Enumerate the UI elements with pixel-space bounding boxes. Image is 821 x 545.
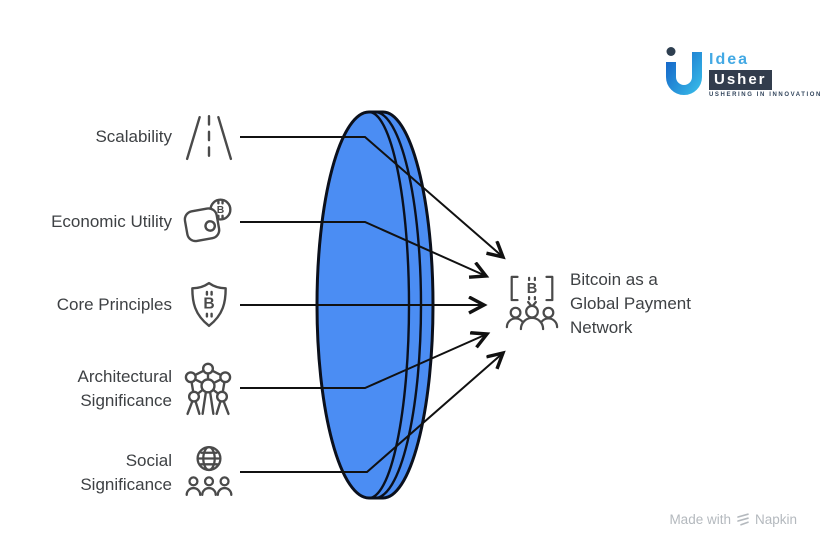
wallet-bitcoin-icon: B	[181, 194, 235, 248]
flow-arrow-economic-utility	[240, 221, 486, 276]
input-label-line: Scalability	[95, 127, 172, 146]
ideausher-logo: Idea Usher USHERING IN INNOVATION	[662, 44, 821, 100]
logo-word-idea: Idea	[709, 51, 750, 68]
lens-inner-edge	[368, 110, 411, 500]
input-label-line: Architectural	[77, 367, 172, 386]
atomium-network-icon	[180, 360, 236, 416]
watermark-text: Made with	[669, 512, 731, 527]
flow-arrow-scalability	[240, 136, 503, 257]
input-label-architectural-significance: Architectural Significance	[18, 365, 172, 413]
output-label-bitcoin-global-payment-network: Bitcoin as a Global Payment Network	[570, 268, 755, 340]
bitcoin-b-glyph: B	[527, 281, 537, 297]
bitcoin-b-glyph: B	[217, 205, 225, 216]
flow-arrow-social-significance	[240, 353, 503, 473]
input-label-economic-utility: Economic Utility	[18, 210, 172, 234]
output-label-line: Global Payment	[570, 294, 691, 313]
bitcoin-community-icon: B	[503, 272, 561, 332]
logo-tagline: USHERING IN INNOVATION	[709, 92, 821, 98]
input-label-line: Social	[125, 451, 172, 470]
logo-word-usher: Usher	[709, 70, 772, 90]
road-icon	[184, 112, 234, 162]
bitcoin-b-glyph: B	[203, 296, 214, 313]
input-label-line: Core Principles	[56, 295, 172, 314]
input-label-scalability: Scalability	[18, 125, 172, 149]
output-label-line: Network	[570, 318, 633, 337]
napkin-logo-icon	[737, 513, 749, 526]
globe-people-icon	[182, 444, 236, 500]
lens-shape	[315, 110, 435, 500]
output-label-line: Bitcoin as a	[570, 270, 658, 289]
input-label-core-principles: Core Principles	[18, 293, 172, 317]
input-label-line: Economic Utility	[51, 212, 172, 231]
flow-arrow-architectural-significance	[240, 334, 487, 389]
shield-bitcoin-icon: B	[184, 278, 234, 332]
napkin-watermark: Made with Napkin	[669, 512, 797, 527]
input-label-line: Significance	[80, 475, 172, 494]
lens-inner-edge	[374, 110, 423, 500]
watermark-brand: Napkin	[754, 512, 797, 527]
input-label-social-significance: Social Significance	[18, 449, 172, 497]
ideausher-u-icon	[666, 47, 702, 95]
input-label-line: Significance	[80, 391, 172, 410]
